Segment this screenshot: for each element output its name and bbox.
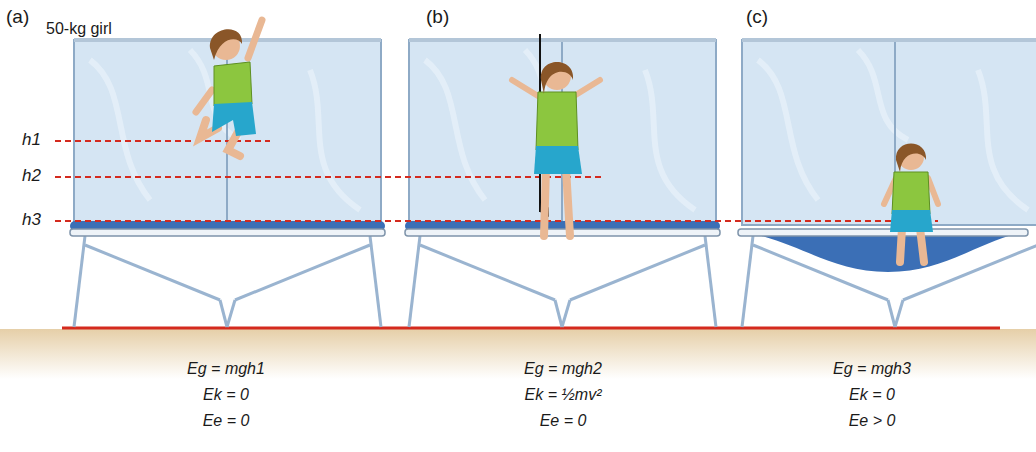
- panel-letter: (b): [426, 6, 449, 28]
- energy-equation: Ee = 0: [540, 412, 587, 430]
- energy-equation: Ek = ½mv²: [525, 386, 602, 404]
- figure-note: 50-kg girl: [46, 20, 112, 38]
- energy-equation: Eg = mgh1: [187, 360, 265, 378]
- energy-equation: Ee > 0: [849, 412, 896, 430]
- energy-equation: Eg = mgh2: [524, 360, 602, 378]
- height-label: h2: [22, 166, 41, 186]
- height-label: h3: [22, 210, 41, 230]
- panel-letter: (a): [6, 6, 29, 28]
- energy-equation: Ee = 0: [203, 412, 250, 430]
- energy-equation: Eg = mgh3: [833, 360, 911, 378]
- panel-letter: (c): [746, 6, 768, 28]
- energy-equation: Ek = 0: [203, 386, 249, 404]
- energy-equation: Ek = 0: [849, 386, 895, 404]
- height-label: h1: [22, 130, 41, 150]
